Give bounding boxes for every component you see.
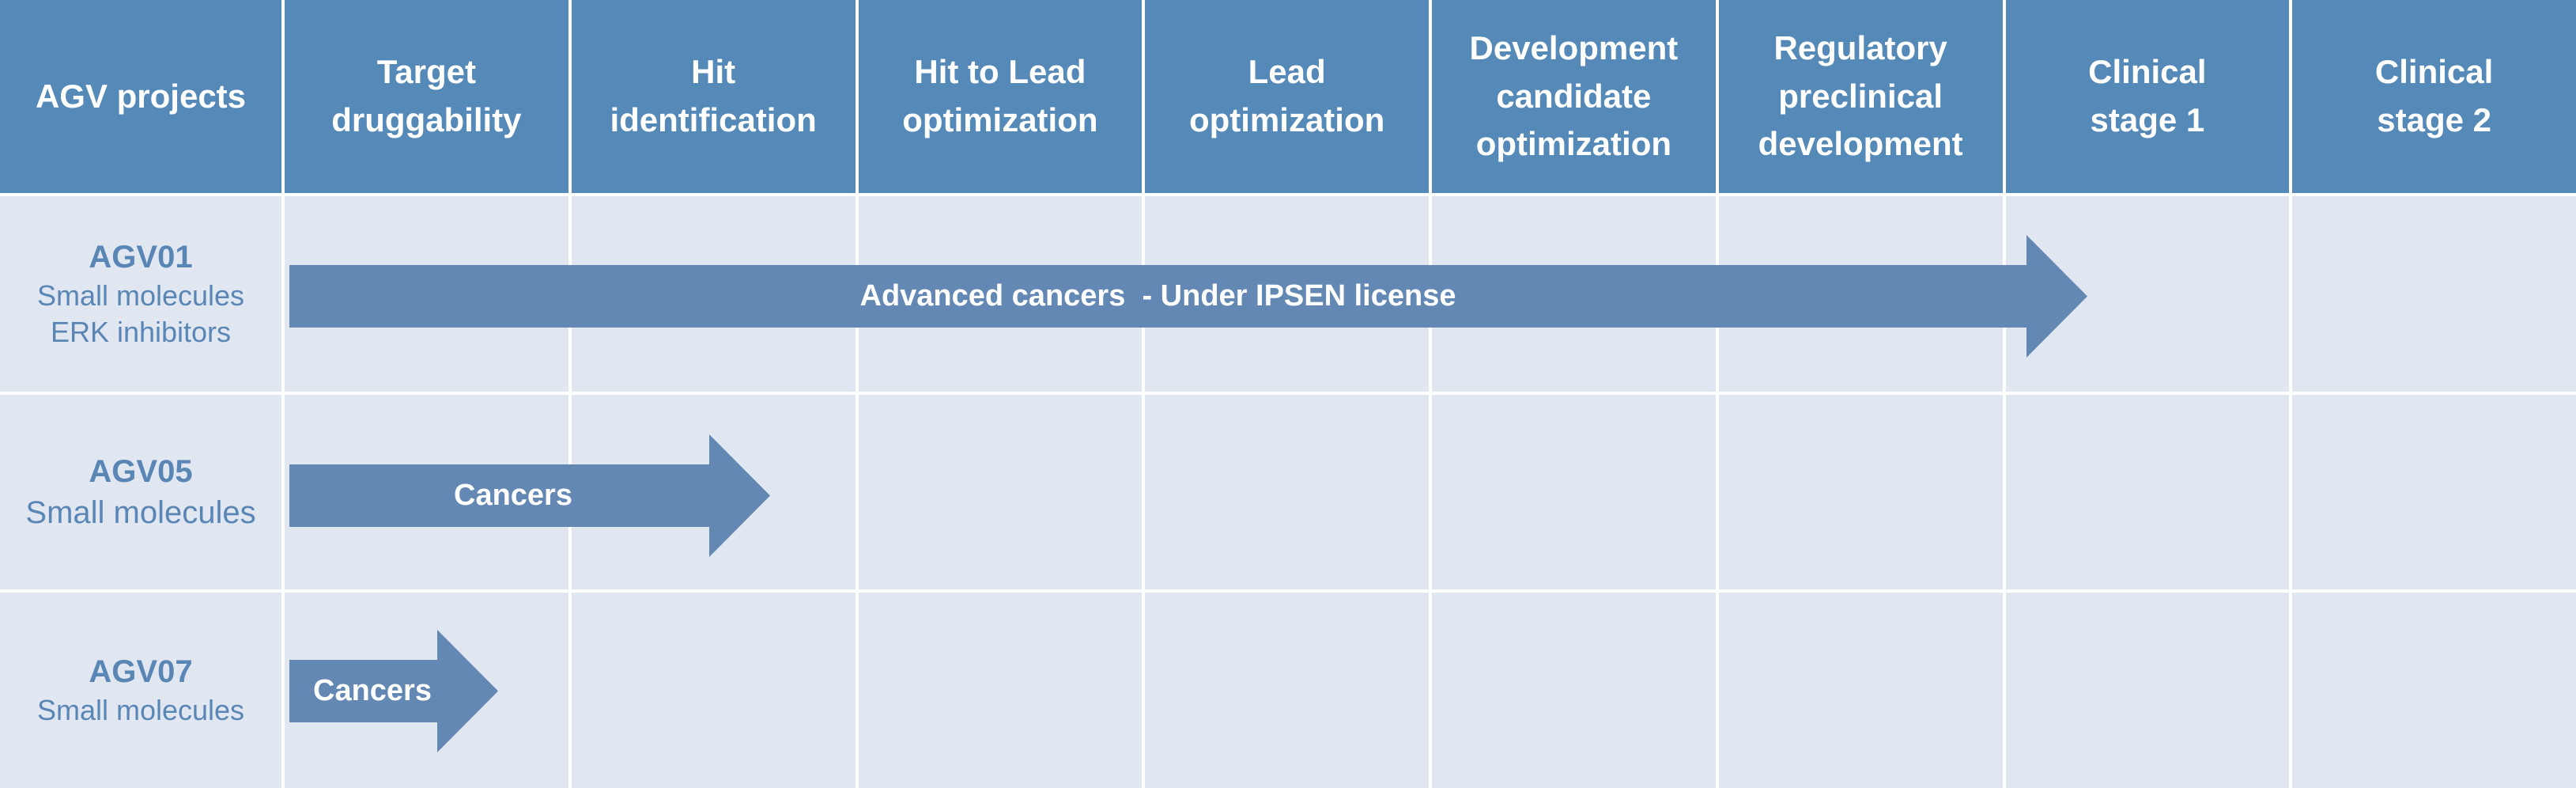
table-cell: [2005, 394, 2290, 590]
project-description: Small molecules: [36, 694, 245, 727]
header-stage-clinical-2: Clinical stage 2: [2292, 0, 2576, 193]
header-agv-projects: AGV projects: [0, 0, 281, 193]
table-cell: [2292, 593, 2576, 788]
table-cell: [1145, 196, 1429, 392]
project-label-agv05: AGV05 Small molecules: [0, 394, 281, 590]
table-cell: [285, 394, 568, 590]
table-cell: [1432, 593, 1716, 788]
header-stage-development-candidate: Development candidate optimization: [1432, 0, 1716, 193]
table-cell: [1718, 394, 2003, 590]
project-label-agv01: AGV01 Small molecules ERK inhibitors: [0, 196, 281, 392]
table-cell: [858, 593, 1143, 788]
table-cell: [858, 196, 1143, 392]
project-code: AGV07: [89, 654, 193, 690]
header-stage-target-druggability: Target druggability: [285, 0, 568, 193]
table-cell: [571, 394, 856, 590]
project-code: AGV01: [89, 239, 193, 275]
table-cell: [1432, 196, 1716, 392]
table-cell: [285, 196, 568, 392]
project-description: Small molecules: [25, 494, 256, 530]
table-cell: [285, 593, 568, 788]
table-cell: [1432, 394, 1716, 590]
table-cell: [1145, 394, 1429, 590]
header-stage-hit-identification: Hit identification: [571, 0, 856, 193]
header-stage-regulatory-preclinical: Regulatory preclinical development: [1718, 0, 2003, 193]
header-stage-lead-optimization: Lead optimization: [1145, 0, 1429, 193]
table-cell: [571, 593, 856, 788]
table-cell: [2005, 593, 2290, 788]
table-cell: [571, 196, 856, 392]
table-cell: [1718, 593, 2003, 788]
table-cell: [2292, 196, 2576, 392]
project-label-agv07: AGV07 Small molecules: [0, 593, 281, 788]
header-stage-clinical-1: Clinical stage 1: [2005, 0, 2290, 193]
table-cell: [2005, 196, 2290, 392]
table-cell: [2292, 394, 2576, 590]
project-code: AGV05: [89, 453, 193, 489]
table-cell: [858, 394, 1143, 590]
header-stage-hit-to-lead: Hit to Lead optimization: [858, 0, 1143, 193]
table-cell: [1145, 593, 1429, 788]
table-cell: [1718, 196, 2003, 392]
project-description: Small molecules ERK inhibitors: [36, 278, 245, 349]
